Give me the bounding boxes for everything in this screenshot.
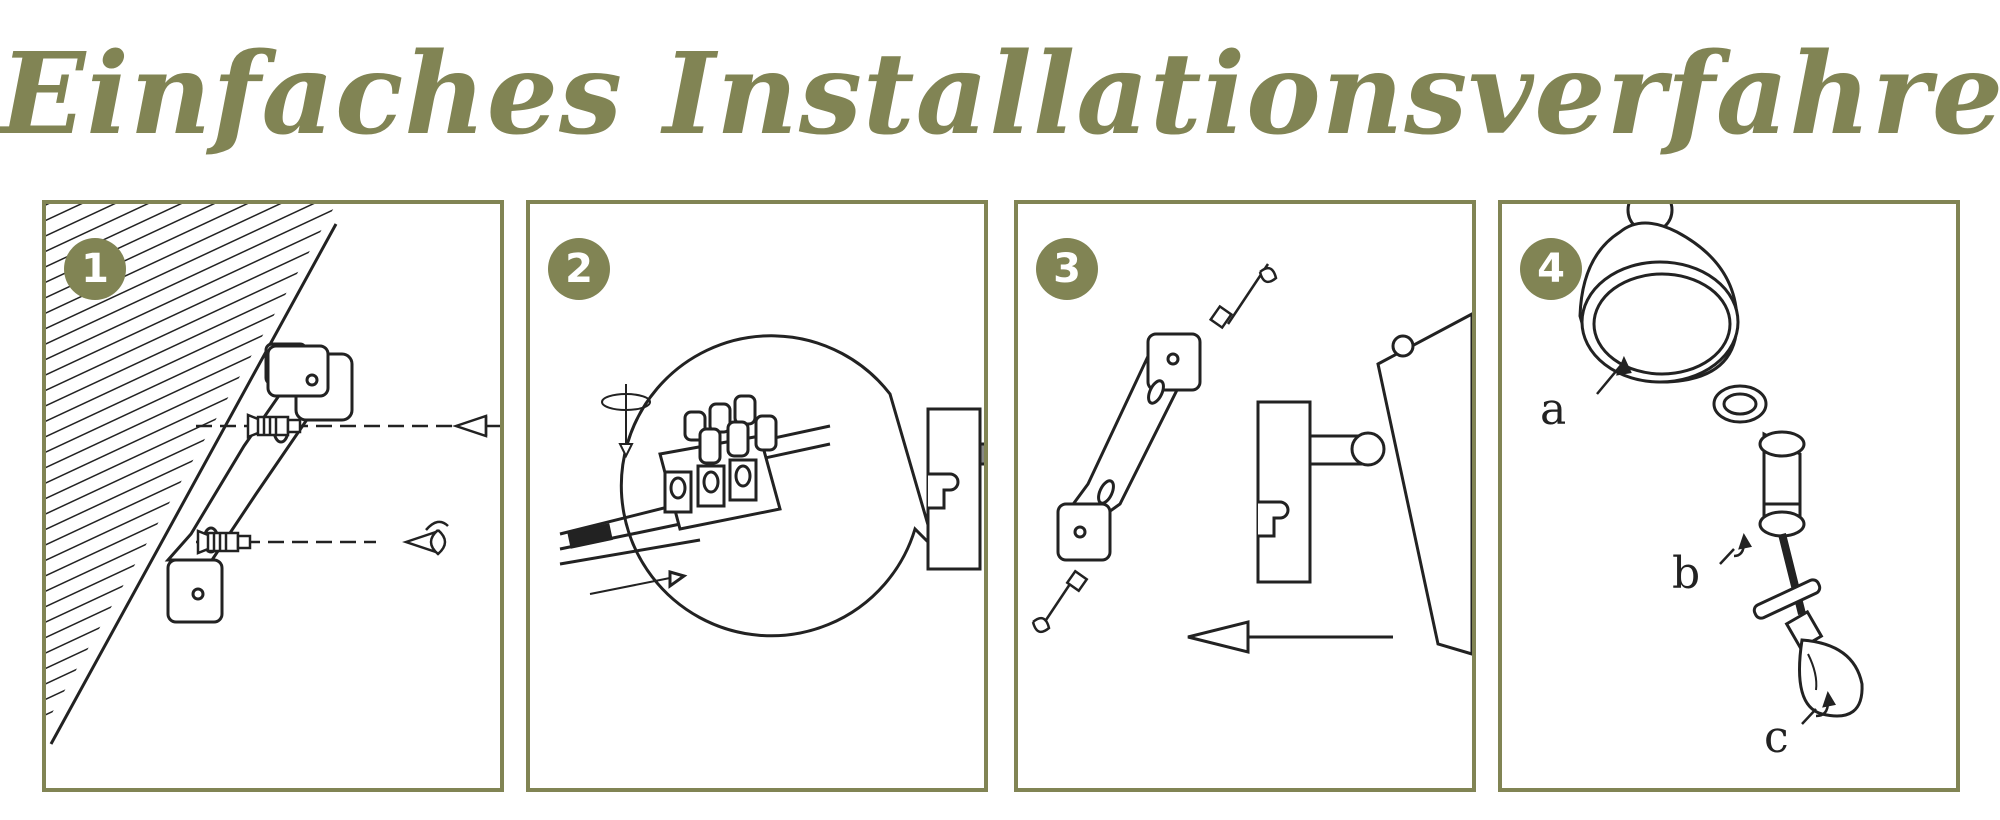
mounting-bracket	[164, 342, 354, 624]
step-3-panel: 3	[1014, 200, 1476, 792]
direction-arrow	[1187, 620, 1393, 654]
step-4-illustration: a b c	[1540, 204, 1864, 763]
step-4-badge: 4	[1520, 238, 1582, 300]
lamp-shade	[1578, 204, 1740, 384]
step-1-illustration	[46, 204, 500, 788]
lamp-socket	[1752, 430, 1822, 620]
step-2-badge: 2	[548, 238, 610, 300]
arrow-a	[1596, 355, 1632, 395]
screw-upper	[1208, 263, 1278, 330]
step-2-illustration	[559, 334, 984, 638]
wall-plate	[926, 407, 984, 571]
label-b: b	[1672, 548, 1700, 599]
step-3-illustration	[1031, 263, 1472, 656]
step-4-panel: 4	[1498, 200, 1960, 792]
screwdriver-rotation-icon	[601, 384, 651, 459]
screw-lower	[402, 520, 449, 556]
light-bulb	[1784, 609, 1864, 718]
wall-edge	[49, 223, 338, 745]
threaded-ring	[1712, 384, 1768, 424]
screw-upper	[452, 414, 488, 438]
wall-plug-upper	[246, 413, 302, 439]
screw-lower	[1031, 569, 1089, 634]
step-2-panel: 2	[526, 200, 988, 792]
lamp-wall-plate	[1256, 400, 1386, 584]
page-title: Einfaches Installationsverfahren	[0, 30, 2000, 160]
lamp-shade	[1376, 312, 1472, 656]
arrow-c	[1801, 691, 1836, 725]
wall-plug-lower	[196, 529, 252, 555]
terminal-block	[658, 394, 782, 531]
arrow-b	[1719, 533, 1752, 565]
step-1-badge: 1	[64, 238, 126, 300]
label-a: a	[1540, 384, 1566, 435]
step-3-badge: 3	[1036, 238, 1098, 300]
step-1-panel: 1	[42, 200, 504, 792]
label-c: c	[1764, 712, 1789, 763]
mounting-bracket	[1056, 332, 1202, 562]
